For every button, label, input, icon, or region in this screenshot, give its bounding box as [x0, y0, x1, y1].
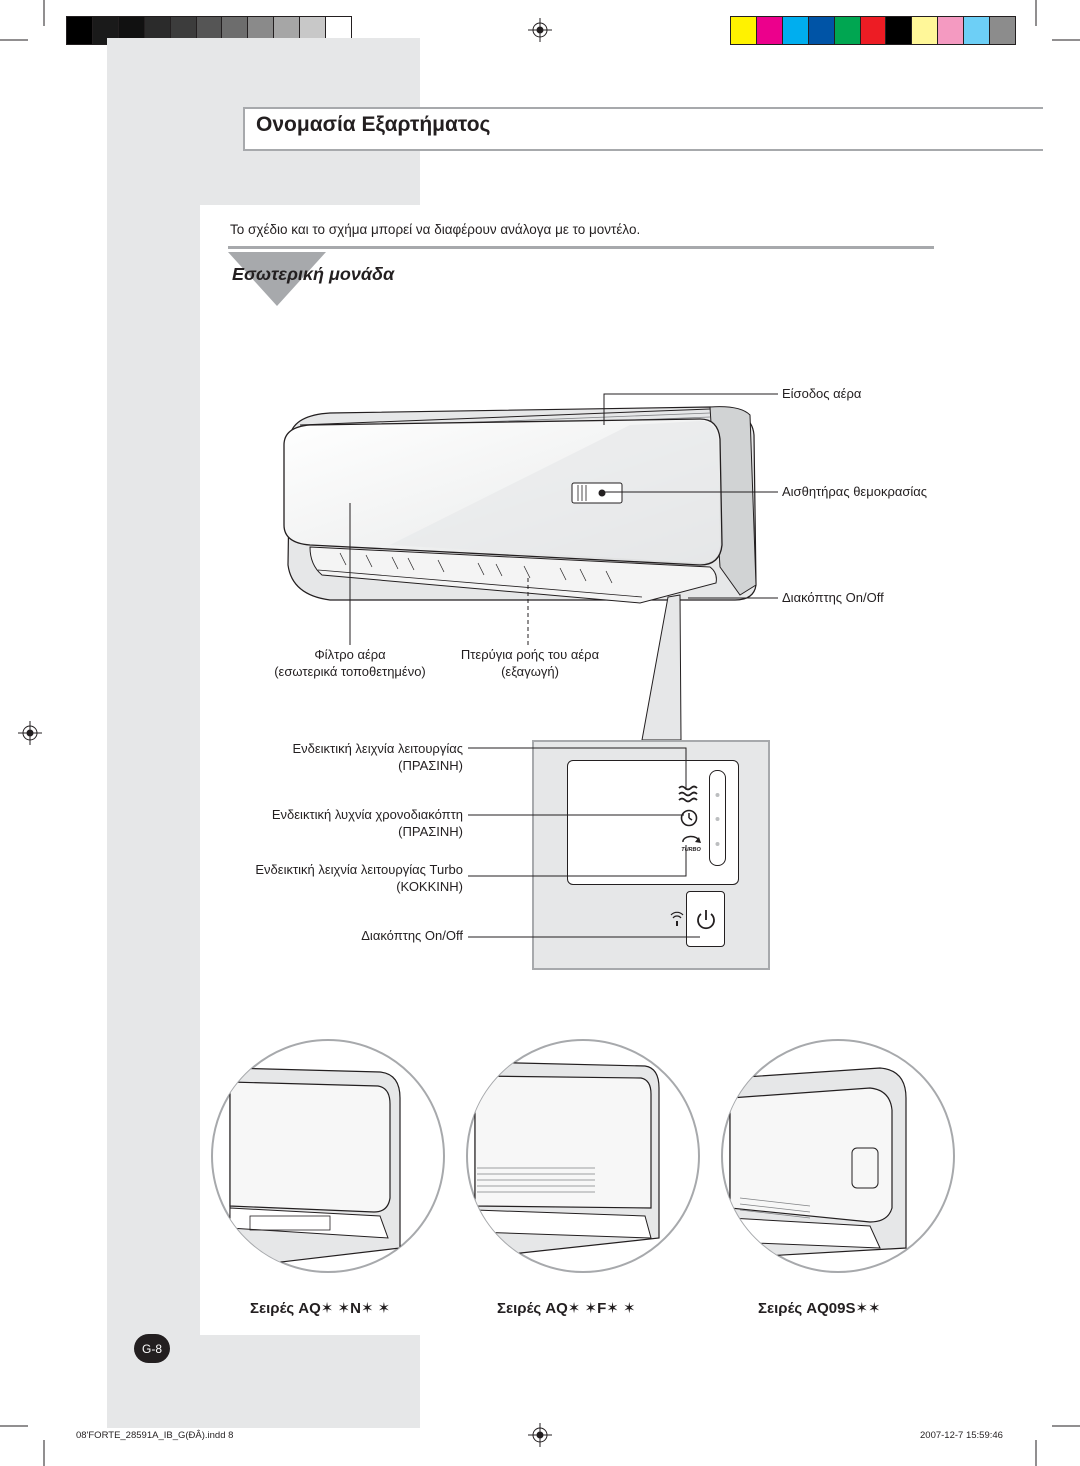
footer-date: 2007-12-7 15:59:46 [920, 1430, 1003, 1441]
indicator-leds [715, 793, 720, 846]
label-turbo-indicator: Ενδεικτική λειχνία λειτουργίας Turbo (ΚΟ… [200, 861, 463, 895]
color-bar [730, 16, 1016, 45]
section-divider [228, 246, 934, 249]
label-timer-line1: Ενδεικτική λυχνία χρονοδιακόπτη [271, 807, 463, 822]
label-air-filter: Φίλτρο αέρα (εσωτερικά τοποθετημένο) [250, 646, 450, 680]
operation-icon [678, 785, 698, 803]
color-swatch [860, 17, 887, 44]
color-swatch [912, 17, 939, 44]
footer-file: 08'FORTE_28591A_IB_G(ÐÂ).indd 8 [76, 1430, 234, 1441]
color-swatch [782, 17, 809, 44]
registration-mark-top [528, 18, 552, 42]
label-temperature-sensor: Αισθητήρας θεμοκρασίας [782, 484, 928, 499]
label-timer-indicator: Ενδεικτική λυχνία χρονοδιακόπτη (ΠΡΑΣΙΝΗ… [200, 806, 463, 840]
series-circle-1 [211, 1039, 445, 1273]
label-on-off-switch: Διακόπτης On/Off [782, 590, 884, 605]
label-air-inlet: Είσοδος αέρα [782, 386, 862, 401]
remote-signal-icon [670, 911, 684, 926]
color-swatch [834, 17, 861, 44]
registration-mark-bottom [528, 1423, 552, 1447]
series-circle-2 [466, 1039, 700, 1273]
series-label-3: Σειρές AQ09S✶✶ [758, 1300, 881, 1317]
color-swatch [938, 17, 965, 44]
label-louver: Πτερύγια ροής του αέρα (εξαγωγή) [430, 646, 630, 680]
color-swatch [808, 17, 835, 44]
page-number: G-8 [141, 1341, 162, 1356]
series-label-2: Σειρές AQ✶ ✶F✶ ✶ [497, 1300, 636, 1317]
label-operation-line1: Ενδεικτική λειχνία λειτουργίας [292, 741, 463, 756]
series-label-1: Σειρές AQ✶ ✶N✶ ✶ [250, 1300, 391, 1317]
label-timer-line2: (ΠΡΑΣΙΝΗ) [398, 824, 463, 839]
page-number-badge: G-8 [134, 1334, 170, 1363]
turbo-icon: TURBO [681, 835, 701, 853]
timer-icon [680, 809, 698, 827]
label-air-filter-line1: Φίλτρο αέρα [314, 647, 386, 662]
color-swatch [990, 17, 1015, 44]
series-circle-3 [721, 1039, 955, 1273]
label-operation-indicator: Ενδεικτική λειχνία λειτουργίας (ΠΡΑΣΙΝΗ) [200, 740, 463, 774]
section-marker-triangle [228, 252, 326, 306]
turbo-icon-text: TURBO [681, 847, 701, 853]
label-louver-line2: (εξαγωγή) [501, 664, 559, 679]
intro-text: Το σχέδιο και το σχήμα μπορεί να διαφέρο… [230, 222, 641, 237]
label-panel-on-off: Διακόπτης On/Off [361, 928, 463, 943]
registration-mark-left [18, 721, 42, 745]
color-swatch [964, 17, 991, 44]
label-louver-line1: Πτερύγια ροής του αέρα [460, 647, 600, 662]
label-air-filter-line2: (εσωτερικά τοποθετημένο) [274, 664, 426, 679]
section-title: Εσωτερική μονάδα [232, 264, 395, 284]
power-icon [697, 910, 715, 930]
color-swatch [731, 17, 757, 44]
label-turbo-line2: (ΚΟΚΚΙΝΗ) [396, 879, 463, 894]
title-box [243, 107, 1043, 151]
label-operation-line2: (ΠΡΑΣΙΝΗ) [398, 758, 463, 773]
label-turbo-line1: Ενδεικτική λειχνία λειτουργίας Turbo [255, 862, 463, 877]
gray-swatch [67, 17, 93, 44]
color-swatch [756, 17, 783, 44]
color-swatch [886, 17, 913, 44]
indoor-unit-illustration [283, 406, 757, 604]
page-title: Ονομασία Εξαρτήματος [256, 113, 491, 136]
